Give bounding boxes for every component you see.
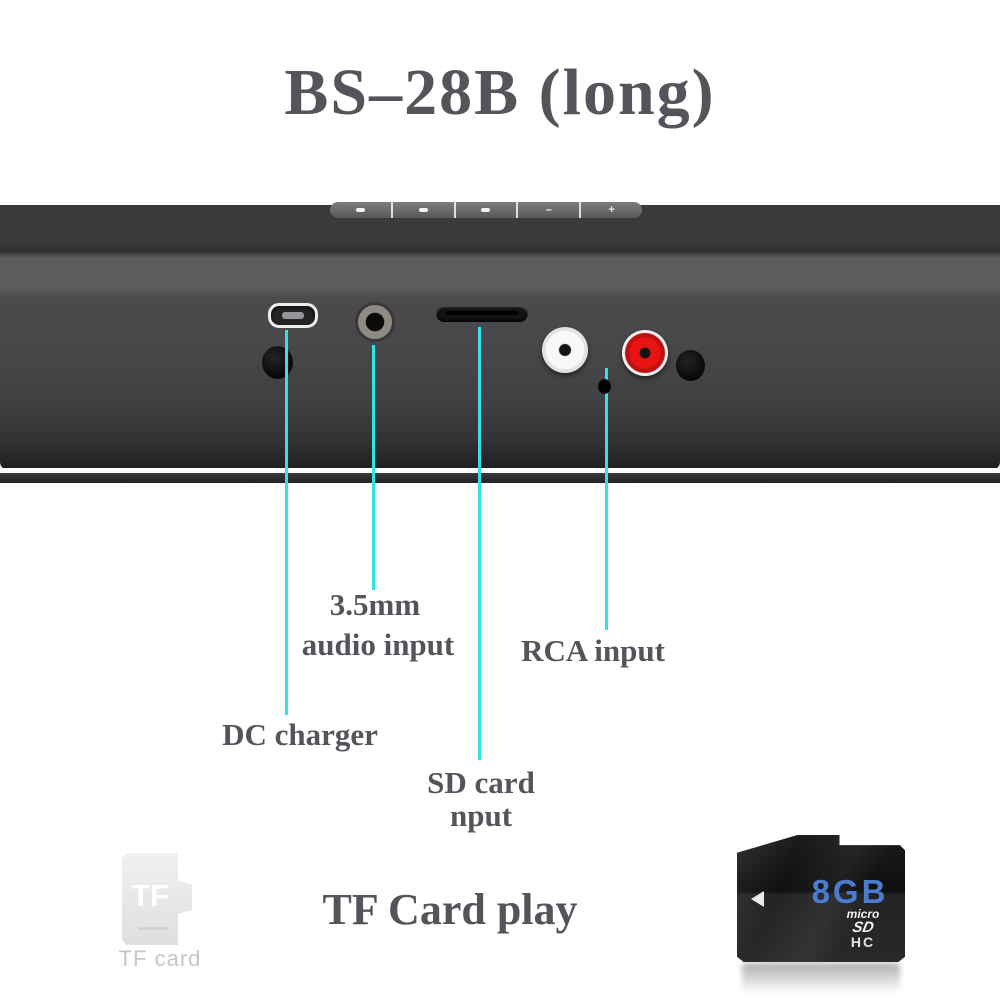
callout-line-rca-input — [605, 368, 608, 630]
screw-left — [262, 346, 293, 379]
play-pause-icon — [481, 208, 491, 212]
tf-card-play-heading: TF Card play — [322, 885, 578, 934]
callout-line-sd-card — [478, 327, 481, 760]
label-aux-line1: 3.5mm — [329, 587, 421, 622]
callout-line-dc-charger — [285, 330, 288, 715]
card-reflection — [742, 963, 900, 993]
card-insert-arrow-icon — [751, 891, 764, 907]
soundbar-base-strip — [0, 473, 1000, 483]
mode-button — [393, 202, 456, 218]
volume-up-button: + — [581, 202, 642, 218]
label-sd-card-line1: SD card — [427, 765, 535, 800]
play-pause-button — [456, 202, 519, 218]
tf-card-icon-detail — [138, 927, 168, 930]
phone-icon — [355, 208, 365, 212]
aux-3.5mm-jack — [358, 305, 392, 339]
minus-icon: – — [545, 204, 552, 216]
micro-sdhc-logo: micro SD HC — [823, 907, 903, 949]
logo-micro-text: micro — [846, 907, 880, 921]
callout-line-aux-input — [372, 345, 375, 590]
label-rca-input: RCA input — [521, 633, 665, 668]
rca-white-jack — [542, 327, 588, 373]
sd-card-slot — [436, 305, 528, 322]
card-capacity-label: 8GB — [811, 873, 889, 910]
label-aux-line2: audio input — [301, 627, 455, 662]
phone-button — [330, 202, 393, 218]
soundbar-control-buttons: – + — [330, 202, 642, 218]
logo-hc-text: HC — [850, 934, 876, 950]
plus-icon: + — [608, 204, 615, 216]
tf-card-icon-label: TF — [131, 878, 169, 913]
pinhole — [598, 379, 611, 394]
tf-card-icon: TF — [122, 853, 192, 945]
volume-down-button: – — [518, 202, 582, 218]
soundbar-base-gap — [0, 468, 1000, 473]
micro-usb-port — [268, 303, 318, 328]
label-sd-card-line2: nput — [449, 798, 513, 833]
label-dc-charger: DC charger — [222, 717, 378, 752]
micro-sd-card-photo: 8GB micro SD HC — [737, 835, 905, 962]
rca-red-jack — [622, 330, 668, 376]
tf-card-caption: TF card — [118, 946, 202, 971]
screw-right — [676, 350, 705, 381]
soundbar-rear-panel — [0, 205, 1000, 470]
micro-usb-slot — [282, 312, 304, 319]
mode-icon — [418, 208, 428, 212]
logo-sd-text: SD — [850, 919, 876, 936]
page-title: BS–28B (long) — [284, 56, 716, 129]
